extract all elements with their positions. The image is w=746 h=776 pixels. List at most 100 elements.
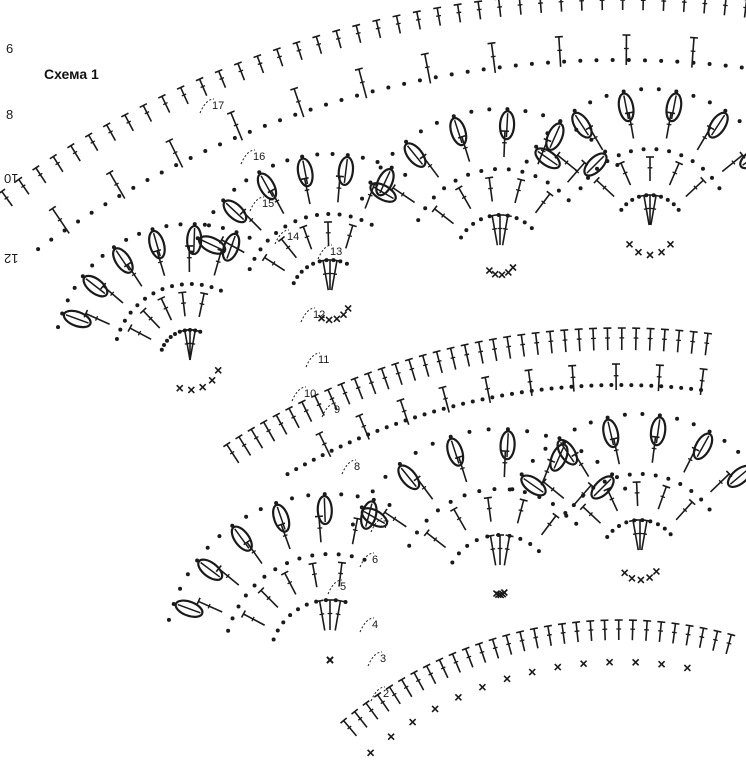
double-crochet-t [458,136,470,162]
double-crochet-t [103,123,115,141]
double-crochet-t [640,195,649,225]
double-crochet-t [558,623,566,643]
double-crochet-t [643,621,651,641]
chain-dot [617,524,621,528]
chain-dot [305,265,309,269]
single-crochet-x [432,706,438,712]
chain-dot [595,460,599,464]
chain-dot [528,542,532,546]
chain-dot [306,493,310,497]
chain-dot [666,198,670,202]
chain-dot [379,166,383,170]
chain-dot [641,472,645,476]
row-number-2: 2 [383,688,389,700]
chain-dot [557,189,561,193]
chain-dot [537,549,541,553]
chain-dot [654,473,658,477]
chain-dot [253,584,257,588]
double-crochet-t [397,399,409,425]
chain-dot [471,222,475,226]
chain-dot [450,72,454,76]
chain-dot [560,386,564,390]
double-crochet-t [178,292,186,316]
double-crochet-t [215,70,226,88]
puff-stitch-oval [447,116,469,147]
double-crochet-t [629,520,638,550]
chain-dot [418,78,422,82]
chain-dot [558,119,562,123]
chain-dot [115,337,119,341]
chain-dot [359,218,363,222]
double-crochet-t [700,369,708,395]
chain-dot [339,492,343,496]
chain-dot [674,89,678,93]
double-crochet-t [503,215,512,245]
chain-dot [615,475,619,479]
chain-dot [160,287,164,291]
chain-dot [736,450,740,454]
single-crochet-x [529,669,535,675]
double-crochet-t [273,413,287,434]
chain-dot [244,178,248,182]
chain-dot [451,404,455,408]
chain-dot [160,348,164,352]
chain-dot [573,427,577,431]
double-crochet-t [600,620,608,640]
chain-dot [303,462,307,466]
chain-dot [595,167,599,171]
chain-dot [66,298,70,302]
chain-dot [487,427,491,431]
chain-dot [56,325,60,329]
side-label-12: 12 [4,252,18,265]
chain-dot [457,551,461,555]
double-crochet-t [544,625,552,645]
chain-dot [310,553,314,557]
row-number-17: 17 [212,100,224,112]
chain-dot [579,186,583,190]
double-crochet-t [488,215,497,245]
chain-dot [167,618,171,622]
chain-dot [611,58,615,62]
chain-dot [143,297,147,301]
puff-stitch-oval [547,442,571,473]
chain-dot [639,383,643,387]
double-crochet-t [495,0,503,17]
row-number-8: 8 [354,461,360,473]
chain-dot [642,147,646,151]
double-crochet-t [242,610,265,625]
chain-dot [370,223,374,227]
chain-dot [391,152,395,156]
double-crochet-t [542,513,560,535]
chain-dot [90,264,94,268]
chain-dot [464,228,468,232]
chain-dot [672,202,676,206]
chain-dot [145,178,149,182]
single-crochet-x [345,305,351,311]
chain-dot [708,100,712,104]
chain-dot [193,222,197,226]
puff-stitch-oval [690,431,716,462]
chain-dot [414,451,418,455]
double-crochet-t [447,347,456,369]
double-crochet-t [236,435,251,456]
chain-dot [355,94,359,98]
double-crochet-t [517,334,525,356]
chain-dot [579,384,583,388]
chain-dot [230,524,234,528]
chain-dot [722,439,726,443]
chain-dot [605,94,609,98]
chain-dot [692,422,696,426]
chain-dot [351,523,355,527]
puff-stitch-oval [705,110,732,141]
double-crochet-t [632,328,640,350]
chain-dot [162,343,166,347]
chain-dot [419,129,423,133]
chain-dot [262,575,266,579]
chain-dot [572,503,576,507]
chain-dot [594,58,598,62]
double-crochet-t [293,41,302,59]
double-crochet-t [586,621,594,641]
chain-dot [669,385,673,389]
chain-dot [172,602,176,606]
puff-stitch-oval [173,597,204,620]
